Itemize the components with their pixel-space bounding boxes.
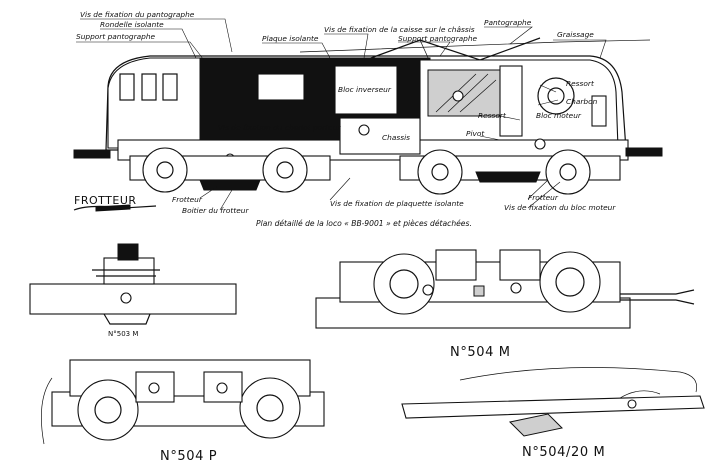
left-wheel-1: [142, 147, 188, 193]
label-frotteur-right: Frotteur: [528, 193, 559, 202]
label-vis-fixation-plaquette: Vis de fixation de plaquette isolante: [330, 199, 464, 208]
left-buffer: [73, 149, 111, 159]
part-503m-rails: [92, 269, 160, 277]
leader-lines: [76, 18, 607, 211]
left-wheel-2: [262, 147, 308, 193]
label-pantographe: Pantographe: [484, 18, 532, 27]
label-support-pantographe-right: Support pantographe: [398, 34, 478, 43]
left-bogie: [129, 147, 331, 193]
label-bloc-moteur: Bloc moteur: [536, 111, 582, 120]
part-504p-wheel-1: [77, 379, 139, 441]
catenary-line: [299, 39, 651, 53]
motor-core: [547, 87, 565, 105]
part-504p-label: N°504 P: [160, 449, 217, 464]
frotteur-boitier: [199, 179, 261, 191]
part-504p-wire: [40, 377, 53, 445]
label-frotteur-part: FROTTEUR: [74, 194, 137, 207]
label-vis-fixation-caisse: Vis de fixation de la caisse sur le châs…: [324, 25, 475, 34]
label-vis-fixation-bloc-moteur: Vis de fixation du bloc moteur: [504, 203, 616, 212]
label-support-pantographe-left: Support pantographe: [76, 32, 156, 41]
part-504-20m-plate: [401, 395, 705, 419]
part-504-20m: N°504/20 M: [401, 367, 705, 460]
part-504-20m-contact: [508, 413, 564, 437]
motor-coil: [537, 77, 575, 115]
pantograph-arms: [359, 37, 541, 63]
part-503m-label: N°503 M: [108, 330, 138, 338]
left-cab-window-1: [119, 73, 135, 101]
part-503m-foot: [103, 313, 151, 325]
label-chassis: Chassis: [382, 133, 410, 142]
left-cab-window-2: [141, 73, 157, 101]
label-ressort-mid: Ressort: [478, 111, 507, 120]
label-pivot: Pivot: [466, 129, 485, 138]
schematic-caption: Plan détaillé de la loco « BB-9001 » et …: [256, 219, 472, 228]
body-window: [257, 73, 305, 101]
label-ressort-top: Ressort: [566, 79, 595, 88]
left-cab-window-3: [162, 73, 178, 101]
label-vis-fixation-pantographe: Vis de fixation du pantographe: [80, 10, 195, 19]
part-504m-label: N°504 M: [450, 345, 511, 360]
locomotive-cutaway: [73, 37, 663, 212]
part-504m-block-2: [499, 249, 541, 281]
part-503m-screw: [120, 292, 132, 304]
label-frotteur-left: Frotteur: [172, 195, 203, 204]
label-graissage: Graissage: [557, 30, 594, 39]
part-504p: N°504 P: [40, 359, 325, 464]
schematic-labels: Vis de fixation du pantographe Rondelle …: [74, 10, 616, 228]
part-504m-block-1: [435, 249, 477, 281]
part-504m-wheel-1: [373, 253, 435, 315]
label-vis-fixation-chariot: Vis de fixation du chariot porteur: [218, 123, 341, 132]
part-504-20m-wire: [459, 367, 697, 393]
right-wheel-1: [417, 149, 463, 195]
part-504m-wheel-2: [539, 251, 601, 313]
bloc-inverseur-panel: [334, 65, 398, 115]
right-wheel-2: [545, 149, 591, 195]
label-boitier-frotteur: Boitier du frotteur: [182, 206, 249, 215]
bloc-moteur-screw: [534, 138, 546, 150]
label-plaque-isolante: Plaque isolante: [262, 34, 319, 43]
right-cab-door: [591, 95, 607, 127]
part-504p-wheel-2: [239, 377, 301, 439]
chassis-screw: [358, 124, 370, 136]
part-503m-top: [117, 243, 139, 261]
part-504m-frotteur: [620, 289, 695, 305]
part-504-20m-label: N°504/20 M: [522, 445, 605, 460]
right-bogie: [399, 149, 621, 195]
loco-body-outline: [105, 55, 627, 151]
part-503m-block: [103, 257, 155, 285]
label-rondelle-isolante: Rondelle isolante: [100, 20, 164, 29]
motor-armature: [499, 65, 523, 137]
label-charbon: Charbon: [566, 97, 598, 106]
right-buffer: [625, 147, 663, 157]
part-504m: N°504 M: [315, 249, 695, 360]
motor-screw: [452, 90, 464, 102]
part-504m-frame: [315, 297, 631, 329]
chassis-label-panel: [339, 117, 421, 155]
part-503m: N°503 M: [29, 243, 237, 338]
part-503m-plate: [29, 283, 237, 315]
label-bloc-inverseur: Bloc inverseur: [338, 85, 392, 94]
